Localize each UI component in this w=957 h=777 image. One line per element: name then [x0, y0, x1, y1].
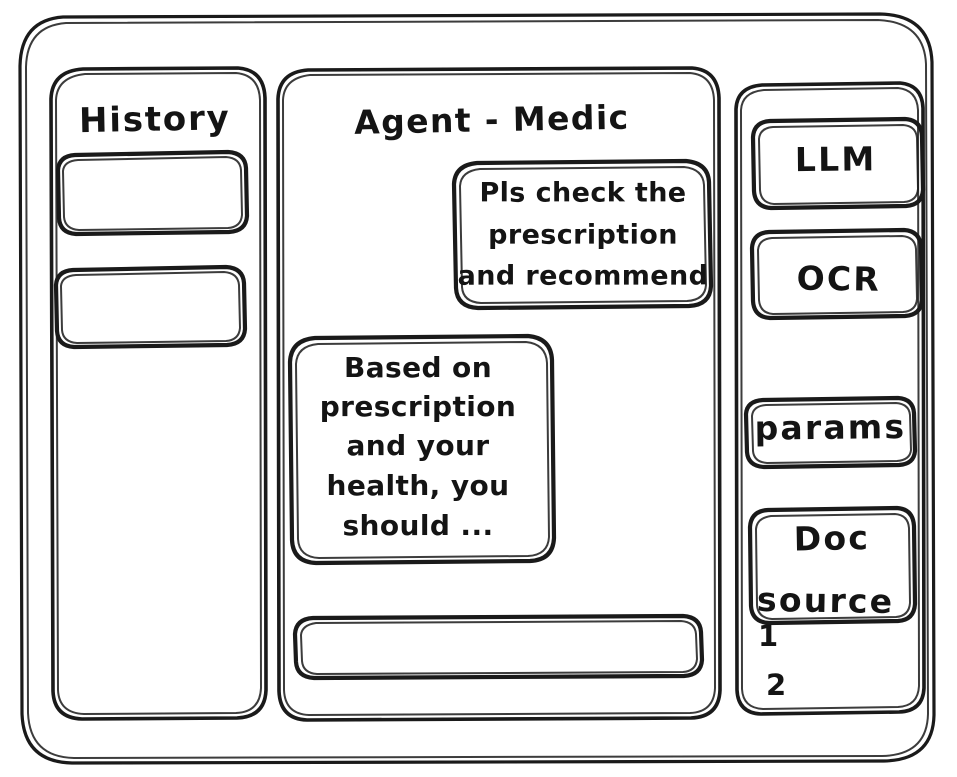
chat-message-line: and your [346, 429, 489, 462]
tools-panel: LLM OCR params Doc source 1 2 [734, 81, 926, 716]
message-input[interactable] [292, 613, 705, 681]
chat-message-line: and recommend [458, 261, 709, 292]
params-chip[interactable]: params [743, 395, 918, 470]
doc-source-reference-label: 2 [766, 668, 786, 702]
chat-message-line: health, you [327, 469, 510, 502]
chat-message-line: Pls check the [479, 178, 686, 209]
doc-source-reference[interactable]: 1 [758, 619, 778, 653]
params-chip-label: params [754, 407, 906, 448]
tool-chip-llm[interactable]: LLM [750, 116, 926, 211]
chat-message-assistant: Based on prescription and your health, y… [287, 333, 557, 566]
chat-message-line: prescription [320, 390, 517, 423]
tool-chip-ocr[interactable]: OCR [749, 227, 925, 321]
chat-message-line: Based on [344, 351, 492, 384]
doc-source-card[interactable]: Doc source [747, 505, 918, 626]
doc-source-reference[interactable]: 2 [766, 668, 786, 702]
chat-message-user: Pls check the prescription and recommend [451, 158, 714, 311]
window-frame [18, 12, 936, 765]
tool-chip-label: OCR [796, 258, 881, 298]
doc-source-line: source [757, 580, 895, 621]
history-item[interactable] [55, 149, 250, 237]
doc-source-reference-label: 1 [758, 619, 778, 653]
history-heading: History [79, 98, 231, 141]
agent-title: Agent - Medic [354, 98, 630, 142]
tool-chip-label: LLM [795, 139, 877, 179]
history-panel: History [49, 66, 268, 721]
history-item[interactable] [53, 264, 248, 350]
chat-message-line: should ... [342, 509, 493, 542]
doc-source-line: Doc [793, 518, 870, 558]
chat-message-line: prescription [488, 220, 678, 251]
agent-panel: Agent - Medic Pls check the prescription… [276, 66, 722, 722]
